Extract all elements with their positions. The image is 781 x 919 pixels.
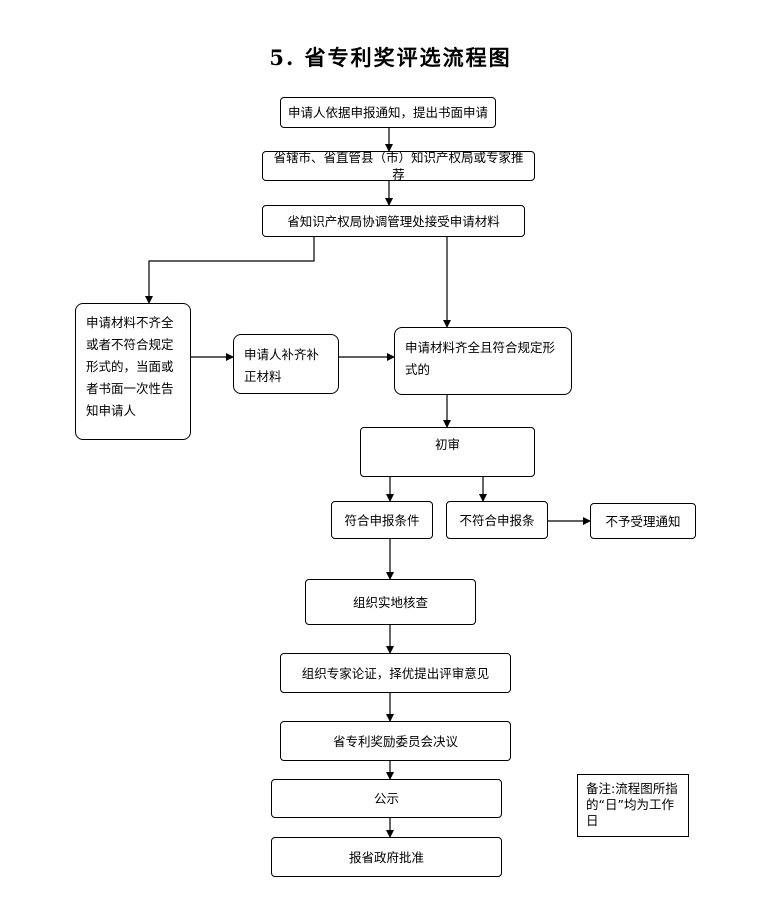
node-apply: 申请人依据申报通知，提出书面申请 bbox=[280, 97, 496, 128]
node-qualified: 符合申报条件 bbox=[331, 501, 433, 539]
node-complete: 申请材料齐全且符合规定形式的 bbox=[394, 327, 572, 395]
node-recommend: 省辖市、省直管县（市）知识产权局或专家推荐 bbox=[262, 150, 535, 182]
node-site-check: 组织实地核查 bbox=[305, 579, 476, 625]
node-accept: 省知识产权局协调管理处接受申请材料 bbox=[262, 205, 525, 237]
arrow-accept-to-incomplete bbox=[145, 237, 315, 304]
node-reject-notice: 不予受理通知 bbox=[590, 503, 696, 539]
node-publicize: 公示 bbox=[271, 779, 502, 818]
node-not-qualified: 不符合申报条 bbox=[446, 501, 548, 539]
node-supplement: 申请人补齐补正材料 bbox=[233, 334, 339, 394]
node-incomplete: 申请材料不齐全或者不符合规定形式的，当面或者书面一次性告知申请人 bbox=[75, 303, 191, 440]
page-title: 5. 省专利奖评选流程图 bbox=[269, 45, 512, 70]
node-report: 报省政府批准 bbox=[271, 837, 502, 877]
node-committee: 省专利奖励委员会决议 bbox=[280, 721, 511, 761]
node-expert-review: 组织专家论证，择优提出评审意见 bbox=[280, 653, 511, 693]
node-initial-review: 初审 bbox=[360, 427, 535, 477]
remark-note: 备注:流程图所指的“日”均为工作日 bbox=[577, 774, 689, 837]
